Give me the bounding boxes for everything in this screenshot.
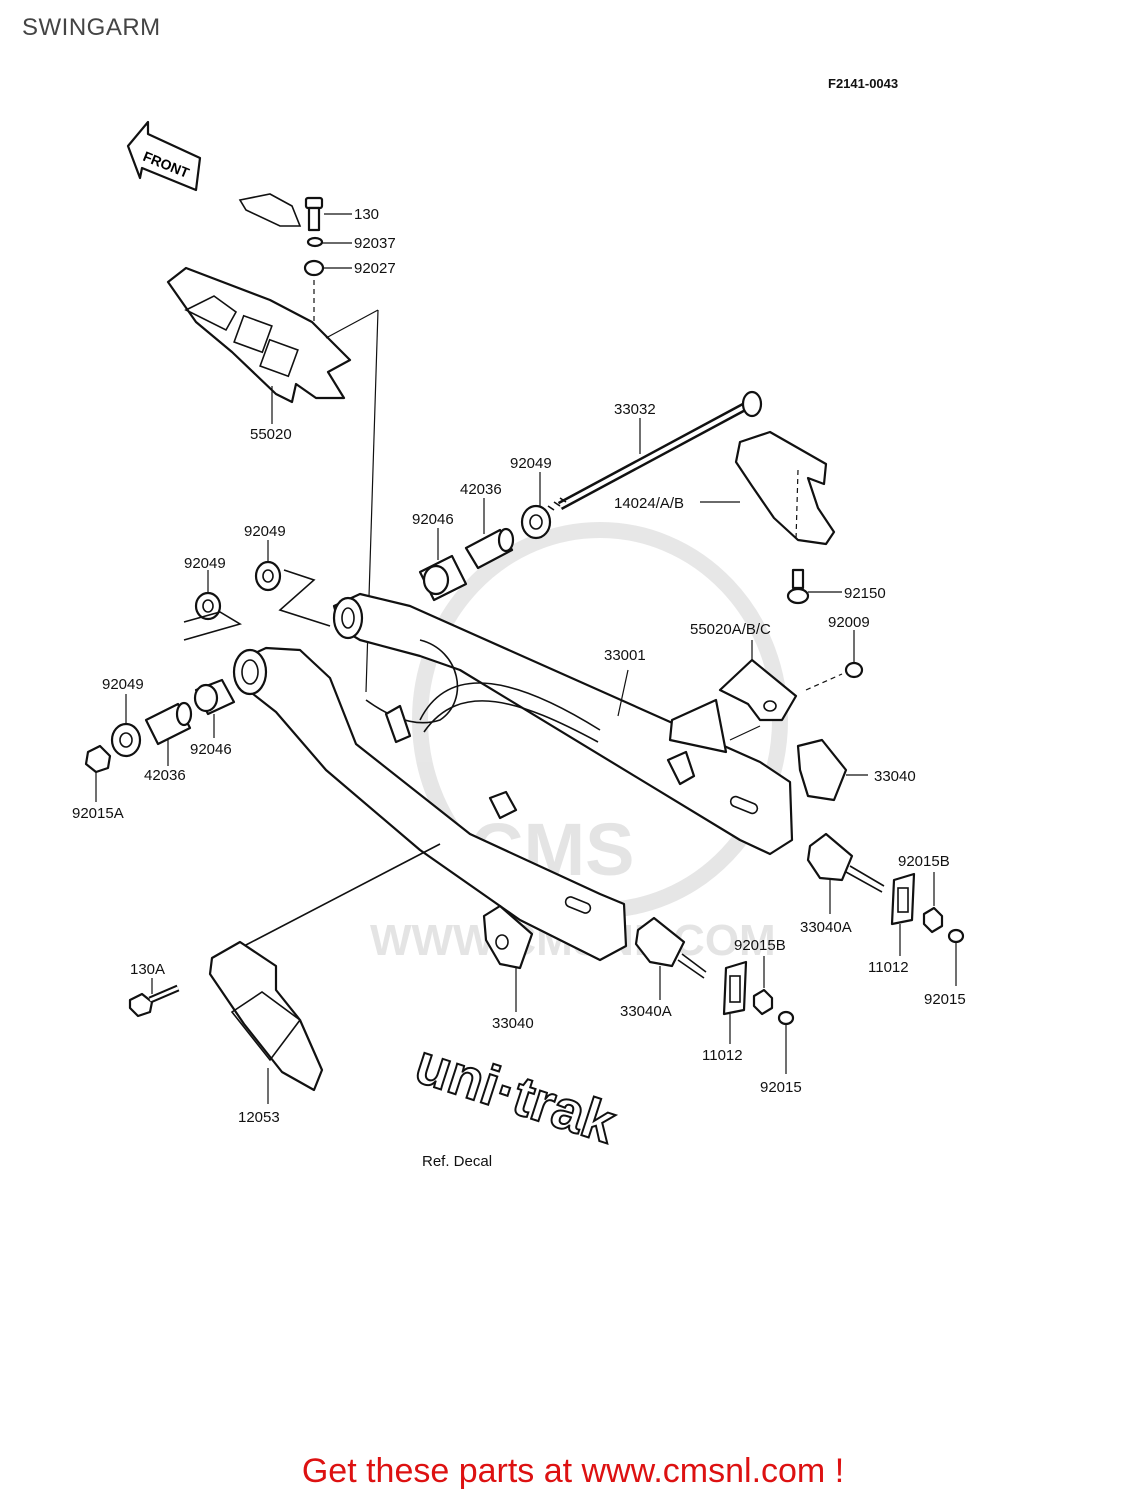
nut-set-right xyxy=(922,906,965,944)
label-92049-lower: 92049 xyxy=(102,676,144,693)
front-arrow-icon: FRONT xyxy=(126,120,202,192)
decal-text: uni·trak xyxy=(408,1031,624,1155)
label-92049-mid: 92049 xyxy=(244,523,286,540)
label-92049-upper: 92049 xyxy=(510,455,552,472)
label-11012-center: 11012 xyxy=(702,1047,743,1064)
adjuster-33040-upper xyxy=(796,738,848,802)
label-55020abc: 55020A/B/C xyxy=(690,621,771,638)
bolt-92009 xyxy=(844,661,864,679)
label-92015b-center: 92015B xyxy=(734,937,786,954)
label-92046-upper: 92046 xyxy=(412,511,454,528)
adjuster-33040-center xyxy=(482,904,534,970)
guard-12053 xyxy=(208,940,324,1092)
label-11012-right: 11012 xyxy=(868,959,909,976)
label-33040-center: 33040 xyxy=(492,1015,534,1032)
label-92015-center: 92015 xyxy=(760,1079,802,1096)
adjuster-33040a-center xyxy=(634,916,686,968)
label-92037: 92037 xyxy=(354,235,396,252)
label-33040a-right: 33040A xyxy=(800,919,852,936)
label-42036-lower: 42036 xyxy=(144,767,186,784)
label-92150: 92150 xyxy=(844,585,886,602)
clip-part xyxy=(238,193,302,227)
page-title: SWINGARM xyxy=(22,14,161,41)
footer-link-text[interactable]: Get these parts at www.cmsnl.com ! xyxy=(301,1452,845,1490)
nut-set-center xyxy=(752,988,795,1026)
label-14024: 14024/A/B xyxy=(614,495,684,512)
plate-11012-right xyxy=(890,872,916,926)
diagram-code: F2141-0043 xyxy=(828,76,898,91)
bushing-set-left xyxy=(84,678,236,774)
plate-11012-center xyxy=(722,960,748,1016)
label-130: 130 xyxy=(354,206,379,223)
label-92046-lower: 92046 xyxy=(190,741,232,758)
seal-92049 xyxy=(254,560,282,592)
label-33040-upper: 33040 xyxy=(874,768,916,785)
bolt-130a xyxy=(128,984,180,1018)
label-12053: 12053 xyxy=(238,1109,280,1126)
bolt-92150 xyxy=(786,568,810,605)
label-92009: 92009 xyxy=(828,614,870,631)
chain-guard-14024 xyxy=(734,430,836,546)
label-92049-left: 92049 xyxy=(184,555,226,572)
bushing-set-upper xyxy=(418,504,552,602)
swingarm-33001 xyxy=(232,592,794,962)
label-33001: 33001 xyxy=(604,647,646,664)
label-55020: 55020 xyxy=(250,426,292,443)
seal-92049-left xyxy=(194,591,222,621)
axle-33032 xyxy=(547,390,763,511)
unitrak-decal: uni·trak xyxy=(407,1030,625,1156)
bolt-130 xyxy=(303,196,325,277)
label-42036-upper: 42036 xyxy=(460,481,502,498)
decal-caption: Ref. Decal xyxy=(422,1153,492,1170)
bracket-55020abc xyxy=(718,658,798,722)
adjuster-33040a-right xyxy=(806,832,854,882)
label-130a: 130A xyxy=(130,961,165,978)
label-92015a: 92015A xyxy=(72,805,124,822)
chain-guide-55020 xyxy=(166,266,352,404)
label-92027: 92027 xyxy=(354,260,396,277)
label-92015b-right: 92015B xyxy=(898,853,950,870)
label-92015-right: 92015 xyxy=(924,991,966,1008)
label-33032: 33032 xyxy=(614,401,656,418)
label-33040a-center: 33040A xyxy=(620,1003,672,1020)
